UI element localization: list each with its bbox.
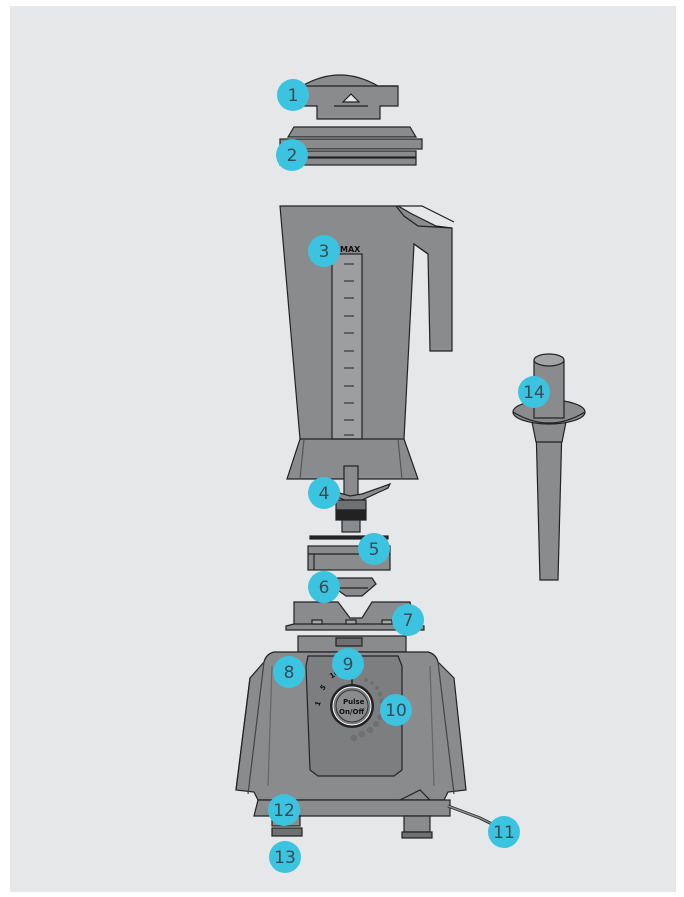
callout-13-label: 13 bbox=[274, 848, 296, 868]
callout-12: 12 bbox=[268, 794, 300, 826]
callout-8-label: 8 bbox=[284, 663, 295, 683]
jar bbox=[279, 205, 455, 480]
dial-speed-label-10: 10 bbox=[328, 669, 341, 681]
callout-3-label: 3 bbox=[319, 242, 330, 262]
dial-label-pulse: Pulse bbox=[343, 698, 365, 706]
callout-8: 8 bbox=[273, 656, 305, 688]
callout-1: 1 bbox=[277, 79, 309, 111]
callout-14: 14 bbox=[518, 376, 550, 408]
callout-6-label: 6 bbox=[319, 578, 330, 598]
callout-14-label: 14 bbox=[523, 383, 545, 403]
callout-7: 7 bbox=[392, 604, 424, 636]
lid-plug bbox=[301, 74, 399, 120]
callout-10-label: 10 bbox=[385, 701, 407, 721]
callout-10: 10 bbox=[380, 694, 412, 726]
blender-exploded-diagram: MAX bbox=[10, 6, 676, 892]
lid bbox=[279, 126, 423, 166]
callout-3: 3 bbox=[308, 235, 340, 267]
diagram-panel: MAX bbox=[10, 6, 676, 892]
callout-5-label: 5 bbox=[369, 540, 380, 560]
callout-7-label: 7 bbox=[403, 611, 414, 631]
dial-label-onoff: On/Off bbox=[339, 708, 364, 716]
jar-max-label: MAX bbox=[340, 245, 361, 254]
dial-speed-label-1: 1 bbox=[314, 700, 323, 707]
dial-speed-label-5: 5 bbox=[319, 683, 328, 692]
callout-4-label: 4 bbox=[319, 484, 330, 504]
callout-13: 13 bbox=[269, 841, 301, 873]
callout-4: 4 bbox=[308, 477, 340, 509]
callout-11: 11 bbox=[488, 816, 520, 848]
callout-9-label: 9 bbox=[343, 655, 354, 675]
callout-2: 2 bbox=[276, 139, 308, 171]
callout-5: 5 bbox=[358, 533, 390, 565]
callout-6: 6 bbox=[308, 571, 340, 603]
callout-9: 9 bbox=[332, 648, 364, 680]
callout-11-label: 11 bbox=[493, 823, 515, 843]
callout-12-label: 12 bbox=[273, 801, 295, 821]
callout-1-label: 1 bbox=[288, 86, 299, 106]
callout-2-label: 2 bbox=[287, 146, 298, 166]
jar-measure-ticks bbox=[344, 263, 354, 436]
